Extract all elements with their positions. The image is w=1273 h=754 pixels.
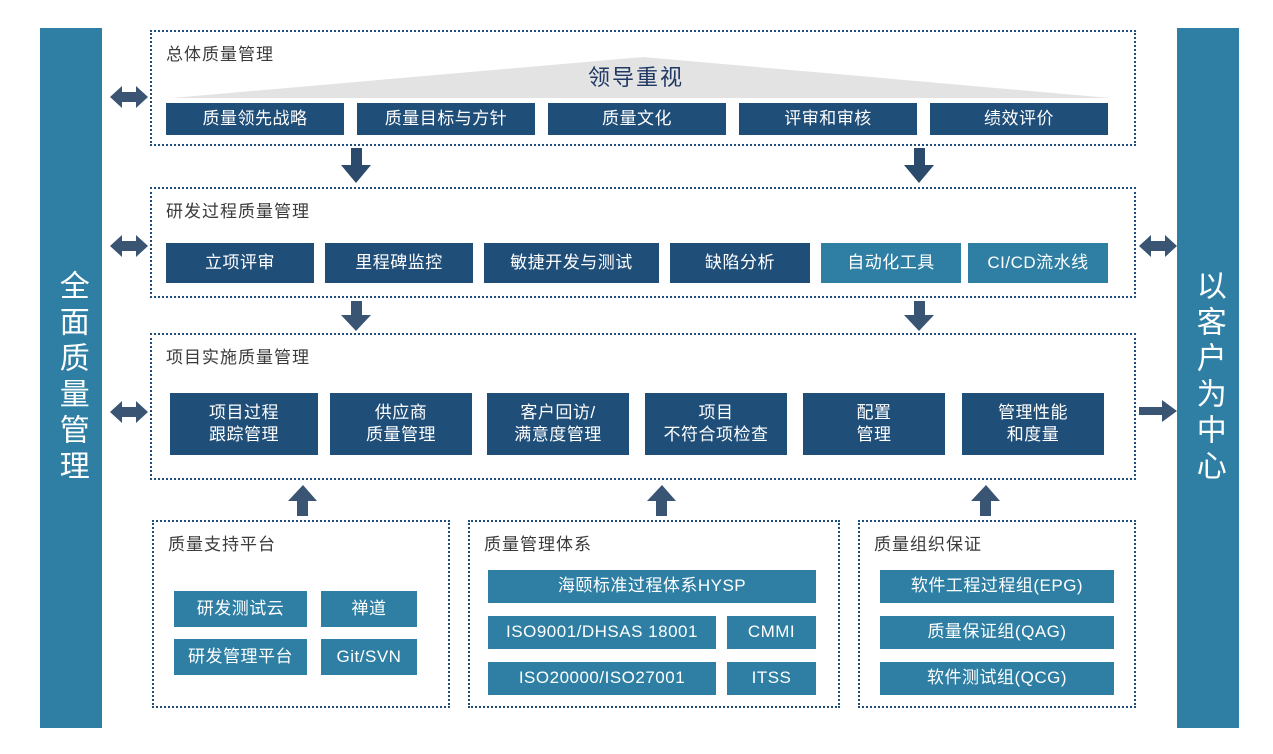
chip-agile-dev-and-test[interactable]: 敏捷开发与测试 [484,243,659,283]
chip-epg-group[interactable]: 软件工程过程组(EPG) [880,570,1114,603]
chip-line-1: 管理性能 [998,402,1068,422]
pillar-total-quality-management: 全面质量管理 [40,28,102,728]
chip-qcg-group[interactable]: 软件测试组(QCG) [880,662,1114,695]
arrow-org-to-project [971,485,1000,516]
arrow-overall-to-rnd-left [341,148,371,183]
chip-quality-leading-strategy[interactable]: 质量领先战略 [166,103,344,135]
arrow-right-link-project [1139,400,1177,422]
arrow-left-link-rnd [110,235,148,257]
arrow-left-link-project [110,401,148,423]
arrow-rnd-to-project-left [341,301,371,331]
chip-defect-analysis[interactable]: 缺陷分析 [670,243,810,283]
arrow-overall-to-rnd-right [904,148,934,183]
chip-project-nonconformity-check[interactable]: 项目 不符合项检查 [645,393,787,455]
chip-line-2: 满意度管理 [514,425,602,444]
chip-line-2: 跟踪管理 [209,425,279,444]
pillar-customer-centric: 以客户为中心 [1177,28,1239,728]
chip-quality-culture[interactable]: 质量文化 [548,103,726,135]
chip-line-2: 质量管理 [366,425,436,444]
arrow-support-to-project [288,485,317,516]
chip-performance-evaluation[interactable]: 绩效评价 [930,103,1108,135]
section-title-project-implementation: 项目实施质量管理 [166,348,310,367]
section-title-rnd-process: 研发过程质量管理 [166,202,310,221]
chip-cicd-pipeline[interactable]: CI/CD流水线 [968,243,1108,283]
chip-milestone-monitoring[interactable]: 里程碑监控 [325,243,473,283]
chip-line-1: 供应商 [374,402,428,422]
chip-zentao[interactable]: 禅道 [321,591,417,627]
chip-hysp-standard-process[interactable]: 海颐标准过程体系HYSP [488,570,816,603]
section-title-support-platform: 质量支持平台 [168,535,276,554]
chip-line-1: 项目 [698,402,734,422]
arrow-left-link-overall [110,86,148,108]
chip-line-1: 配置 [856,402,892,422]
chip-review-and-audit[interactable]: 评审和审核 [739,103,917,135]
chip-line-2: 和度量 [1006,425,1060,444]
chip-automation-tools[interactable]: 自动化工具 [821,243,961,283]
chip-git-svn[interactable]: Git/SVN [321,639,417,675]
chip-supplier-quality-management[interactable]: 供应商 质量管理 [330,393,472,455]
arrow-right-link-rnd [1139,235,1177,257]
chip-itss[interactable]: ITSS [727,662,816,695]
chip-iso9001-dhsas18001[interactable]: ISO9001/DHSAS 18001 [488,616,716,649]
chip-cmmi[interactable]: CMMI [727,616,816,649]
chip-iso20000-iso27001[interactable]: ISO20000/ISO27001 [488,662,716,695]
chip-rnd-management-platform[interactable]: 研发管理平台 [174,639,307,675]
chip-rnd-test-cloud[interactable]: 研发测试云 [174,591,307,627]
chip-line-1: 客户回访/ [520,402,596,422]
chip-line-2: 不符合项检查 [663,425,769,444]
chip-configuration-management[interactable]: 配置 管理 [803,393,945,455]
arrow-rnd-to-project-right [904,301,934,331]
chip-project-process-tracking[interactable]: 项目过程 跟踪管理 [170,393,318,455]
section-title-management-system: 质量管理体系 [484,535,592,554]
chip-line-2: 管理 [856,425,892,444]
chip-customer-revisit-satisfaction[interactable]: 客户回访/ 满意度管理 [487,393,629,455]
chip-quality-objectives-policy[interactable]: 质量目标与方针 [357,103,535,135]
section-title-org-assurance: 质量组织保证 [874,535,982,554]
chip-management-performance-metrics[interactable]: 管理性能 和度量 [962,393,1104,455]
chip-qag-group[interactable]: 质量保证组(QAG) [880,616,1114,649]
arrow-system-to-project [647,485,676,516]
leadership-emphasis-label: 领导重视 [588,65,685,90]
chip-line-1: 项目过程 [209,402,279,422]
chip-project-initiation-review[interactable]: 立项评审 [166,243,314,283]
